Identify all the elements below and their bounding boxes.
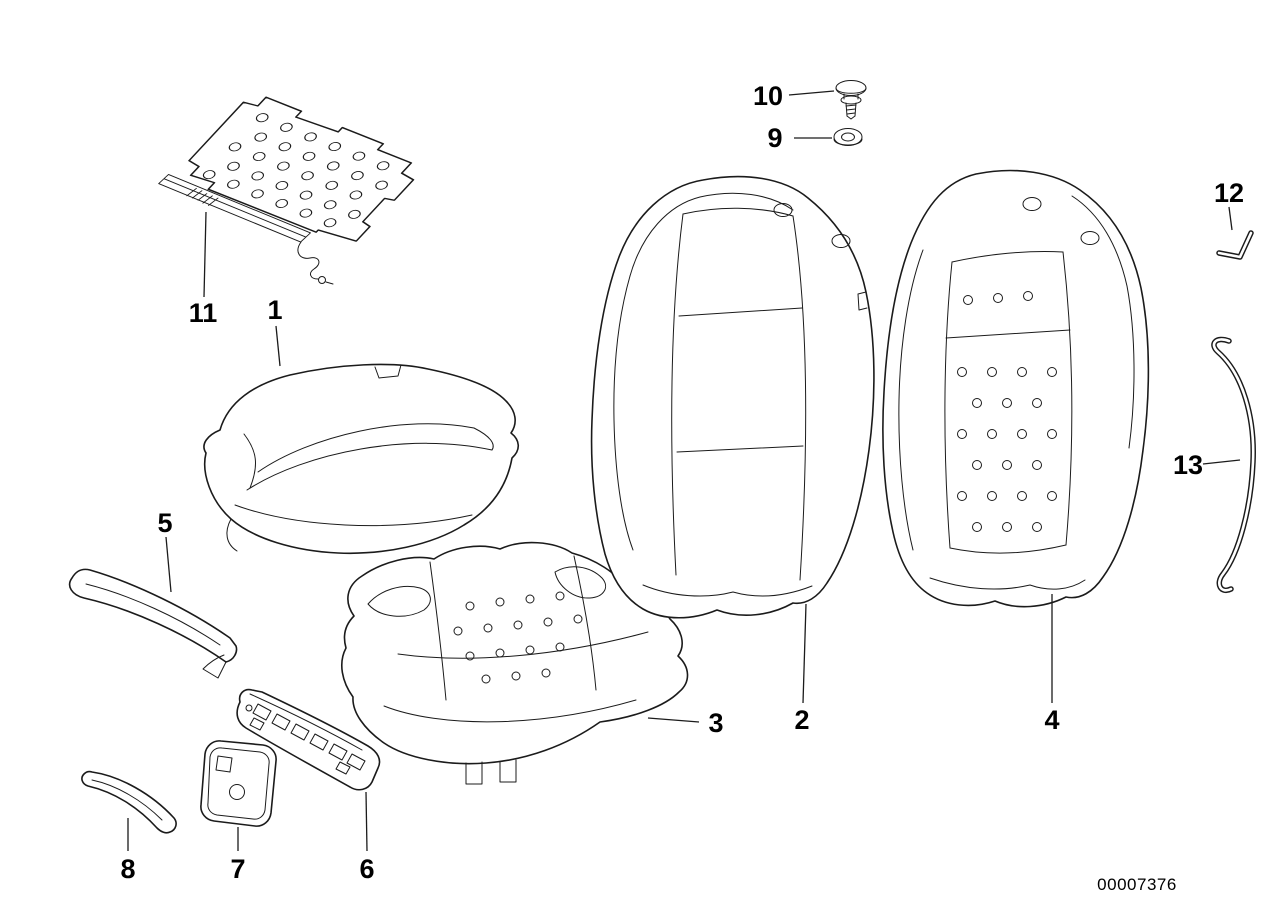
retaining-bow-drawing bbox=[1211, 336, 1256, 593]
heating-mat-holes bbox=[202, 113, 390, 228]
seat-cushion-cover-drawing bbox=[203, 363, 520, 555]
callout-1[interactable]: 1 bbox=[267, 295, 283, 367]
callout-10[interactable]: 10 bbox=[753, 81, 835, 111]
headrest-guide-hole bbox=[831, 234, 851, 248]
callout-13[interactable]: 13 bbox=[1173, 450, 1241, 480]
headrest-guide-hole bbox=[773, 203, 793, 217]
side-trim-drawing bbox=[68, 568, 238, 679]
heating-element-drawing bbox=[158, 96, 415, 285]
callout-11-label[interactable]: 11 bbox=[189, 298, 218, 328]
callout-8-label[interactable]: 8 bbox=[120, 854, 135, 884]
drawing-number: 00007376 bbox=[1097, 875, 1177, 894]
callout-12-label[interactable]: 12 bbox=[1214, 178, 1244, 208]
callout-5[interactable]: 5 bbox=[157, 508, 173, 593]
headrest-guide-hole bbox=[1080, 231, 1100, 245]
callout-10-label[interactable]: 10 bbox=[753, 81, 783, 111]
heating-element-wire bbox=[297, 241, 320, 280]
callout-2[interactable]: 2 bbox=[794, 603, 810, 735]
trim-strip-drawing bbox=[81, 770, 177, 834]
bracket-slots bbox=[249, 703, 366, 775]
screw-drawing bbox=[835, 80, 867, 120]
callout-11[interactable]: 11 bbox=[189, 211, 218, 328]
callout-7-label[interactable]: 7 bbox=[230, 854, 245, 884]
callout-4-label[interactable]: 4 bbox=[1044, 705, 1059, 735]
callout-9-label[interactable]: 9 bbox=[767, 123, 782, 153]
callout-3[interactable]: 3 bbox=[647, 708, 724, 738]
grommet-drawing bbox=[833, 128, 863, 146]
callout-2-label[interactable]: 2 bbox=[794, 705, 809, 735]
callout-4[interactable]: 4 bbox=[1044, 594, 1060, 735]
backrest-perforation-dots bbox=[957, 291, 1057, 532]
seat-foam-pad-drawing bbox=[341, 541, 689, 785]
callout-5-label[interactable]: 5 bbox=[157, 508, 172, 538]
backrest-cover-perforated-drawing bbox=[882, 169, 1150, 608]
callout-13-label[interactable]: 13 bbox=[1173, 450, 1203, 480]
clip-drawing bbox=[1216, 230, 1254, 260]
callout-8[interactable]: 8 bbox=[120, 818, 136, 884]
callout-6-label[interactable]: 6 bbox=[359, 854, 374, 884]
foam-perforation-dots bbox=[453, 591, 583, 684]
callout-1-label[interactable]: 1 bbox=[267, 295, 282, 325]
slotted-bracket-drawing bbox=[236, 688, 381, 791]
backrest-cover-drawing bbox=[590, 175, 875, 619]
callout-7[interactable]: 7 bbox=[230, 827, 246, 884]
trim-panel-drawing bbox=[200, 740, 277, 827]
headrest-guide-hole bbox=[1022, 197, 1042, 211]
callout-12[interactable]: 12 bbox=[1214, 178, 1244, 231]
callout-3-label[interactable]: 3 bbox=[708, 708, 723, 738]
callout-9[interactable]: 9 bbox=[767, 123, 832, 153]
callout-6[interactable]: 6 bbox=[359, 791, 375, 884]
